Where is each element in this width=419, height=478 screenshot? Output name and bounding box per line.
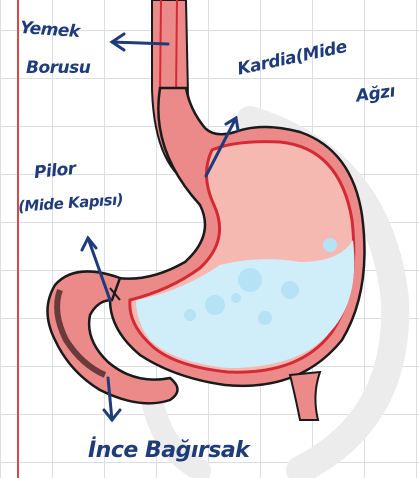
small-intestine-tube [290,372,320,420]
esophagus-label-line2: Borusu [26,60,90,77]
small-intestine-label: İnce Bağırsak [88,440,249,462]
pylorus-label-line1: Pilor [33,161,76,182]
esophagus-label-line1: Yemek [19,20,80,41]
stomach-body [110,88,365,386]
